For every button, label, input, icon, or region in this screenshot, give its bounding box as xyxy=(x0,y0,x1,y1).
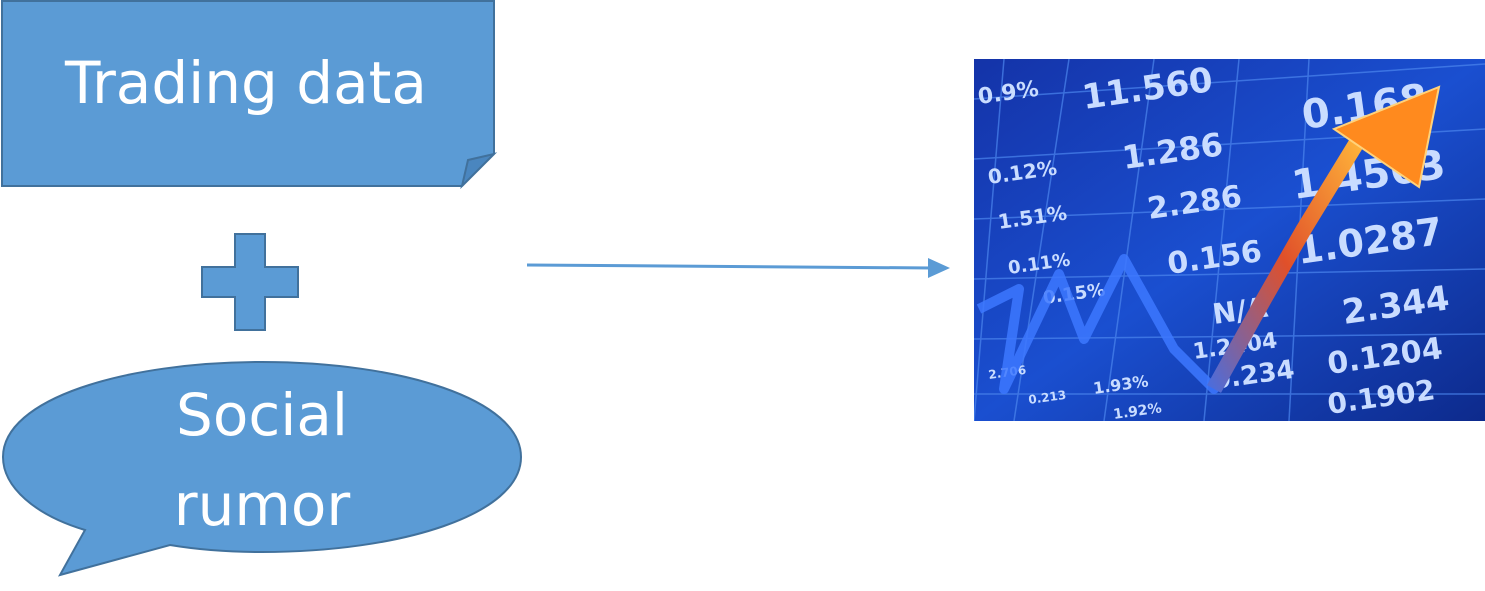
ticker-value: 0.213 xyxy=(1027,388,1067,407)
social-rumor-label-line-1: Social xyxy=(176,381,348,449)
social-rumor-label-line-2: rumor xyxy=(174,471,351,539)
plus-icon xyxy=(201,233,299,331)
trading-data-box: Trading data xyxy=(1,0,498,190)
social-rumor-bubble: Social rumor xyxy=(1,360,523,577)
ticker-value: 1.92% xyxy=(1112,400,1162,421)
trading-data-label: Trading data xyxy=(64,49,427,117)
arrow-right-icon xyxy=(526,258,950,278)
